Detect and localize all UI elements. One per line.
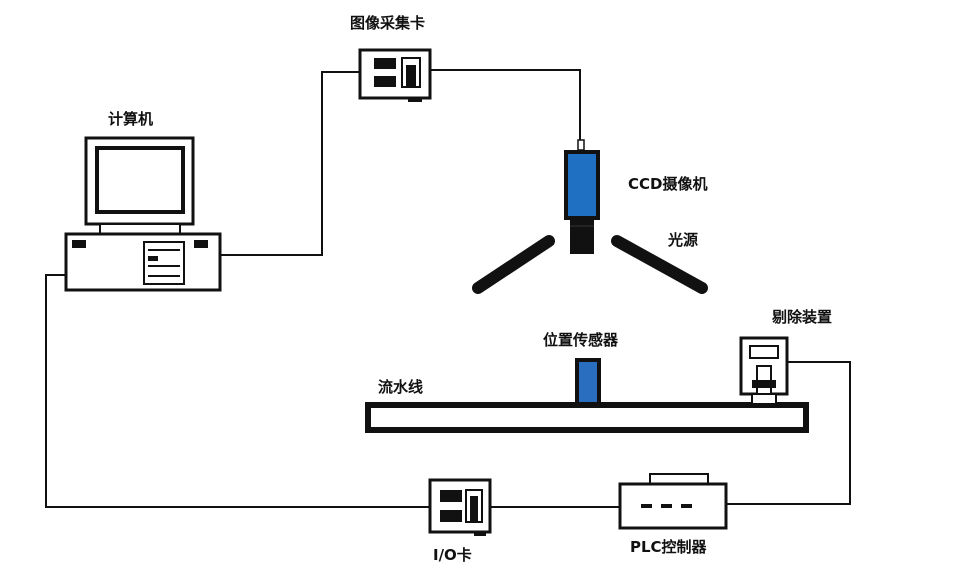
io-card (428, 478, 492, 536)
wire-plc-to-reject-device (726, 361, 851, 505)
ccd-camera-label: CCD摄像机 (628, 175, 708, 193)
frame-grabber-card (358, 48, 432, 102)
monitor (84, 136, 195, 235)
position-sensor (575, 358, 601, 406)
wire-computer-to-frame-grabber (220, 71, 360, 256)
conveyor-line (365, 402, 809, 433)
reject-device-label: 剔除装置 (772, 308, 833, 326)
wire-frame-grabber-to-camera (431, 69, 581, 143)
wiring (45, 69, 851, 508)
position-sensor-label: 位置传感器 (543, 331, 619, 349)
reject-device (739, 336, 789, 405)
wire-computer-to-io-card (45, 274, 430, 508)
light-source-label: 光源 (668, 231, 699, 249)
plc-controller (618, 473, 728, 530)
computer (64, 136, 222, 292)
computer-case (64, 232, 222, 292)
io-card-label: I/O卡 (433, 546, 472, 564)
conveyor-label: 流水线 (378, 378, 424, 396)
computer-label: 计算机 (108, 110, 154, 128)
frame-grabber-label: 图像采集卡 (350, 14, 426, 32)
light-source (472, 235, 708, 294)
light-bar-left (472, 235, 555, 294)
plc-controller-label: PLC控制器 (630, 538, 707, 556)
light-bar-right (611, 235, 708, 294)
ccd-camera (564, 139, 600, 254)
